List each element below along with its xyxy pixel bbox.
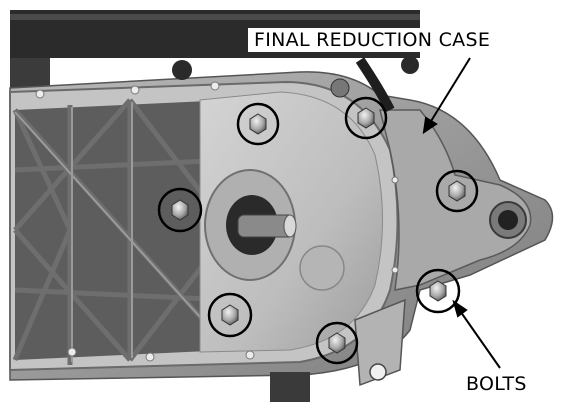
leader-final-reduction-case [422, 57, 471, 135]
lower-bracket [354, 298, 406, 387]
shaft-tip [283, 214, 297, 238]
bolt-3 [157, 187, 203, 233]
rib-highlights [14, 102, 229, 362]
frame-tube-highlight [10, 14, 420, 20]
bolt-4 [435, 169, 479, 213]
bracket-hole [369, 363, 387, 381]
bolts-label: BOLTS [460, 372, 533, 396]
upper-nut-right [401, 56, 419, 74]
bolt-2 [344, 96, 388, 140]
lower-dark-block [270, 372, 310, 402]
bolt-1 [236, 102, 280, 146]
rear-axle-hole [498, 210, 518, 230]
rim-bosses [35, 81, 399, 362]
bolt-6 [415, 268, 461, 314]
bolt-5 [207, 292, 253, 338]
bolt-7 [315, 321, 359, 365]
leader-bolts [452, 299, 501, 369]
upper-nut-left [172, 60, 192, 80]
final-reduction-case-label: FINAL REDUCTION CASE [248, 28, 497, 52]
upper-hose [355, 57, 395, 113]
cover-plug [299, 245, 345, 291]
upper-bolt [330, 78, 350, 98]
